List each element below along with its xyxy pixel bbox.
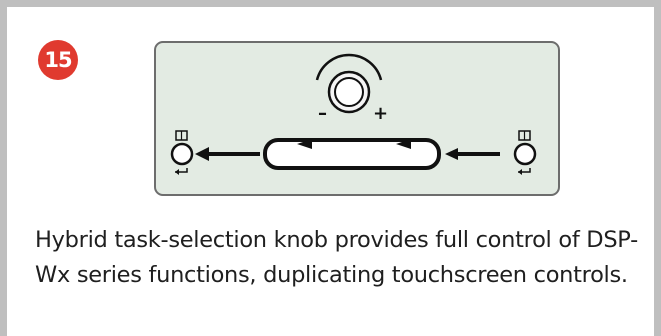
left-button-icon [170, 130, 194, 175]
bar-arrow-left [297, 139, 312, 149]
selection-bar [263, 138, 441, 170]
device-panel [154, 41, 560, 196]
knob-minus-label: – [318, 103, 327, 124]
feature-caption: Hybrid task-selection knob provides full… [35, 227, 638, 288]
rotation-arc [315, 53, 383, 81]
step-number-badge: 15 [38, 40, 78, 80]
right-button-icon [513, 130, 537, 175]
left-arrow-head [195, 147, 209, 161]
right-arrow-head [445, 148, 458, 160]
knob-icon [327, 70, 371, 114]
knob-plus-label: + [373, 103, 388, 124]
bar-arrow-right [396, 139, 411, 149]
knob-diagram: – + [170, 53, 537, 175]
